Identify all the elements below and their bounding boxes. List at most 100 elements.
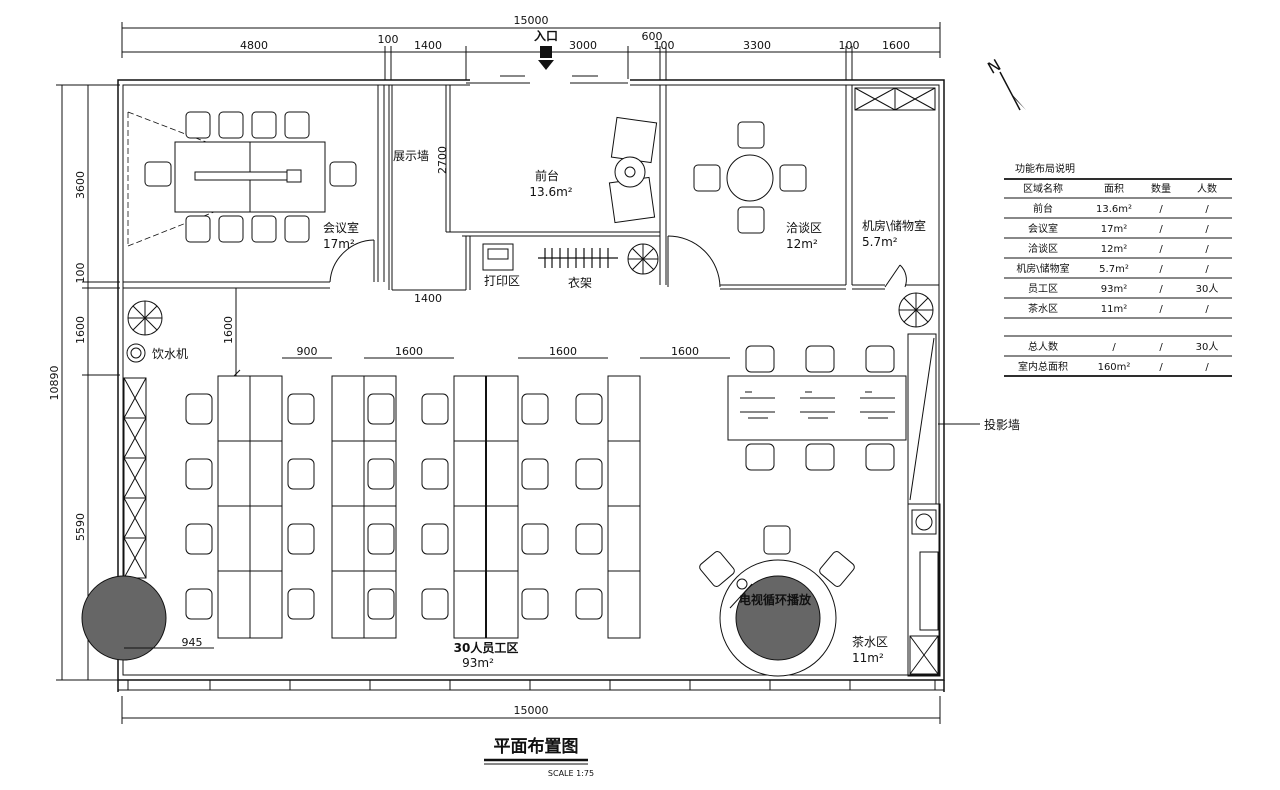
meeting-room-area: 17m²: [323, 237, 355, 251]
legend-summary-cell: 室内总面积: [1018, 360, 1068, 373]
legend-table-rows: 前台 13.6m² / / 会议室 17m² / / 洽谈区 12m² / / …: [1016, 202, 1218, 373]
legend-cell: 会议室: [1028, 222, 1058, 235]
staff-area-name: 30人员工区: [454, 640, 519, 655]
desk-cluster-4: [607, 375, 641, 639]
dim-desk-1600b: 1600: [549, 345, 577, 358]
server-door[interactable]: [884, 264, 907, 288]
north-arrow-icon: [999, 71, 1026, 111]
plant-icon-right: [898, 292, 934, 328]
bottom-wall-studs: [127, 680, 936, 690]
legend-cell: 洽谈区: [1028, 242, 1058, 255]
dim-top-2: 100: [378, 33, 399, 46]
legend-table-lines: [1004, 178, 1232, 377]
legend-cell: /: [1159, 244, 1163, 255]
dim-top-4: 3000: [569, 39, 597, 52]
entrance-doors[interactable]: [466, 75, 628, 84]
legend-cell: 30人: [1196, 283, 1219, 295]
negotiation-name: 洽谈区: [786, 221, 822, 235]
tea-counter: [907, 503, 941, 677]
workstation-chairs: [185, 393, 603, 620]
legend-cell: 93m²: [1101, 284, 1127, 295]
legend-summary-cell: /: [1205, 362, 1209, 373]
tv-loop-label: 电视循环播放: [739, 592, 812, 607]
dim-left-1: 3600: [74, 171, 87, 199]
dim-top-9: 1600: [882, 39, 910, 52]
dim-left-2: 100: [74, 263, 87, 284]
training-chairs: [745, 345, 895, 471]
legend-cell: /: [1159, 204, 1163, 215]
tv-round-table: [699, 525, 855, 677]
legend-cell: 员工区: [1028, 283, 1058, 295]
legend-header: 面积: [1104, 183, 1124, 195]
legend-cell: 12m²: [1101, 244, 1127, 255]
legend-header: 人数: [1197, 182, 1217, 195]
dim-top-1: 4800: [240, 39, 268, 52]
legend-cell: /: [1205, 224, 1209, 235]
dim-945: 945: [182, 636, 203, 649]
top-dimensions: [121, 22, 941, 80]
dim-1400: 1400: [414, 292, 442, 305]
legend-cell: 17m²: [1101, 224, 1127, 235]
display-wall-label: 展示墙: [393, 149, 429, 163]
negotiation-table: [693, 121, 807, 234]
legend-header: 区域名称: [1023, 182, 1063, 195]
reception-desk: [608, 116, 658, 224]
server-room-area: 5.7m²: [862, 235, 898, 249]
column-left: [81, 575, 167, 661]
legend-cell: /: [1159, 264, 1163, 275]
legend-cell: /: [1159, 284, 1163, 295]
training-table: [727, 375, 907, 441]
dim-left-4: 5590: [74, 513, 87, 541]
legend-cell: 11m²: [1101, 304, 1127, 315]
reception-area: 13.6m²: [529, 185, 572, 199]
dim-top-5: 600: [642, 30, 663, 43]
legend-title: 功能布局说明: [1015, 162, 1075, 175]
meeting-chairs: [144, 111, 357, 243]
reception-side-door[interactable]: [667, 235, 721, 288]
water-dispenser-icon: [126, 343, 146, 363]
legend-table-headers: 区域名称 面积 数量 人数: [1023, 182, 1217, 195]
dim-top-total: 15000: [514, 14, 549, 27]
left-storage-cabinet: [123, 377, 147, 579]
dim-bottom-total: 15000: [514, 704, 549, 717]
plant-icon: [627, 243, 659, 275]
legend-cell: /: [1159, 224, 1163, 235]
legend-cell: /: [1159, 304, 1163, 315]
dim-top-6: 100: [654, 39, 675, 52]
plant-icon-left: [127, 300, 163, 336]
staff-area-area: 93m²: [462, 656, 494, 670]
legend-summary-cell: /: [1159, 342, 1163, 353]
coat-rack-icon: [538, 248, 618, 268]
training-laptops: [740, 391, 895, 419]
legend-summary-cell: 30人: [1196, 341, 1219, 353]
legend-summary-cell: /: [1112, 342, 1116, 353]
meeting-door[interactable]: [329, 239, 375, 283]
legend-summary-cell: /: [1159, 362, 1163, 373]
legend-cell: 机房\储物室: [1016, 262, 1069, 275]
dim-top-7: 3300: [743, 39, 771, 52]
dim-left-total: 10890: [48, 366, 61, 401]
desk-cluster-1: [217, 375, 283, 639]
dim-top-3: 1400: [414, 39, 442, 52]
scale-label: SCALE 1:75: [548, 769, 594, 778]
legend-summary-cell: 160m²: [1098, 362, 1131, 373]
dim-desk-1600c: 1600: [671, 345, 699, 358]
dim-desk-1600a: 1600: [395, 345, 423, 358]
reception-name: 前台: [535, 168, 559, 183]
dim-corridor-1600: 1600: [222, 316, 235, 344]
legend-summary-cell: 总人数: [1028, 340, 1058, 353]
plan-title: 平面布置图: [494, 736, 579, 757]
entrance-label: 入口: [534, 29, 558, 43]
entrance-gap[interactable]: [470, 79, 630, 87]
meeting-room-name: 会议室: [323, 220, 359, 235]
legend-cell: /: [1205, 304, 1209, 315]
dim-2700: 2700: [436, 146, 449, 174]
desk-cluster-3: [453, 375, 519, 639]
legend-cell: /: [1205, 204, 1209, 215]
negotiation-area: 12m²: [786, 237, 818, 251]
entrance-arrow-stem: [540, 46, 552, 58]
legend-cell: /: [1205, 264, 1209, 275]
entrance-arrow-icon: [538, 60, 554, 70]
interior-walls: [123, 85, 939, 379]
dim-left-3: 1600: [74, 316, 87, 344]
